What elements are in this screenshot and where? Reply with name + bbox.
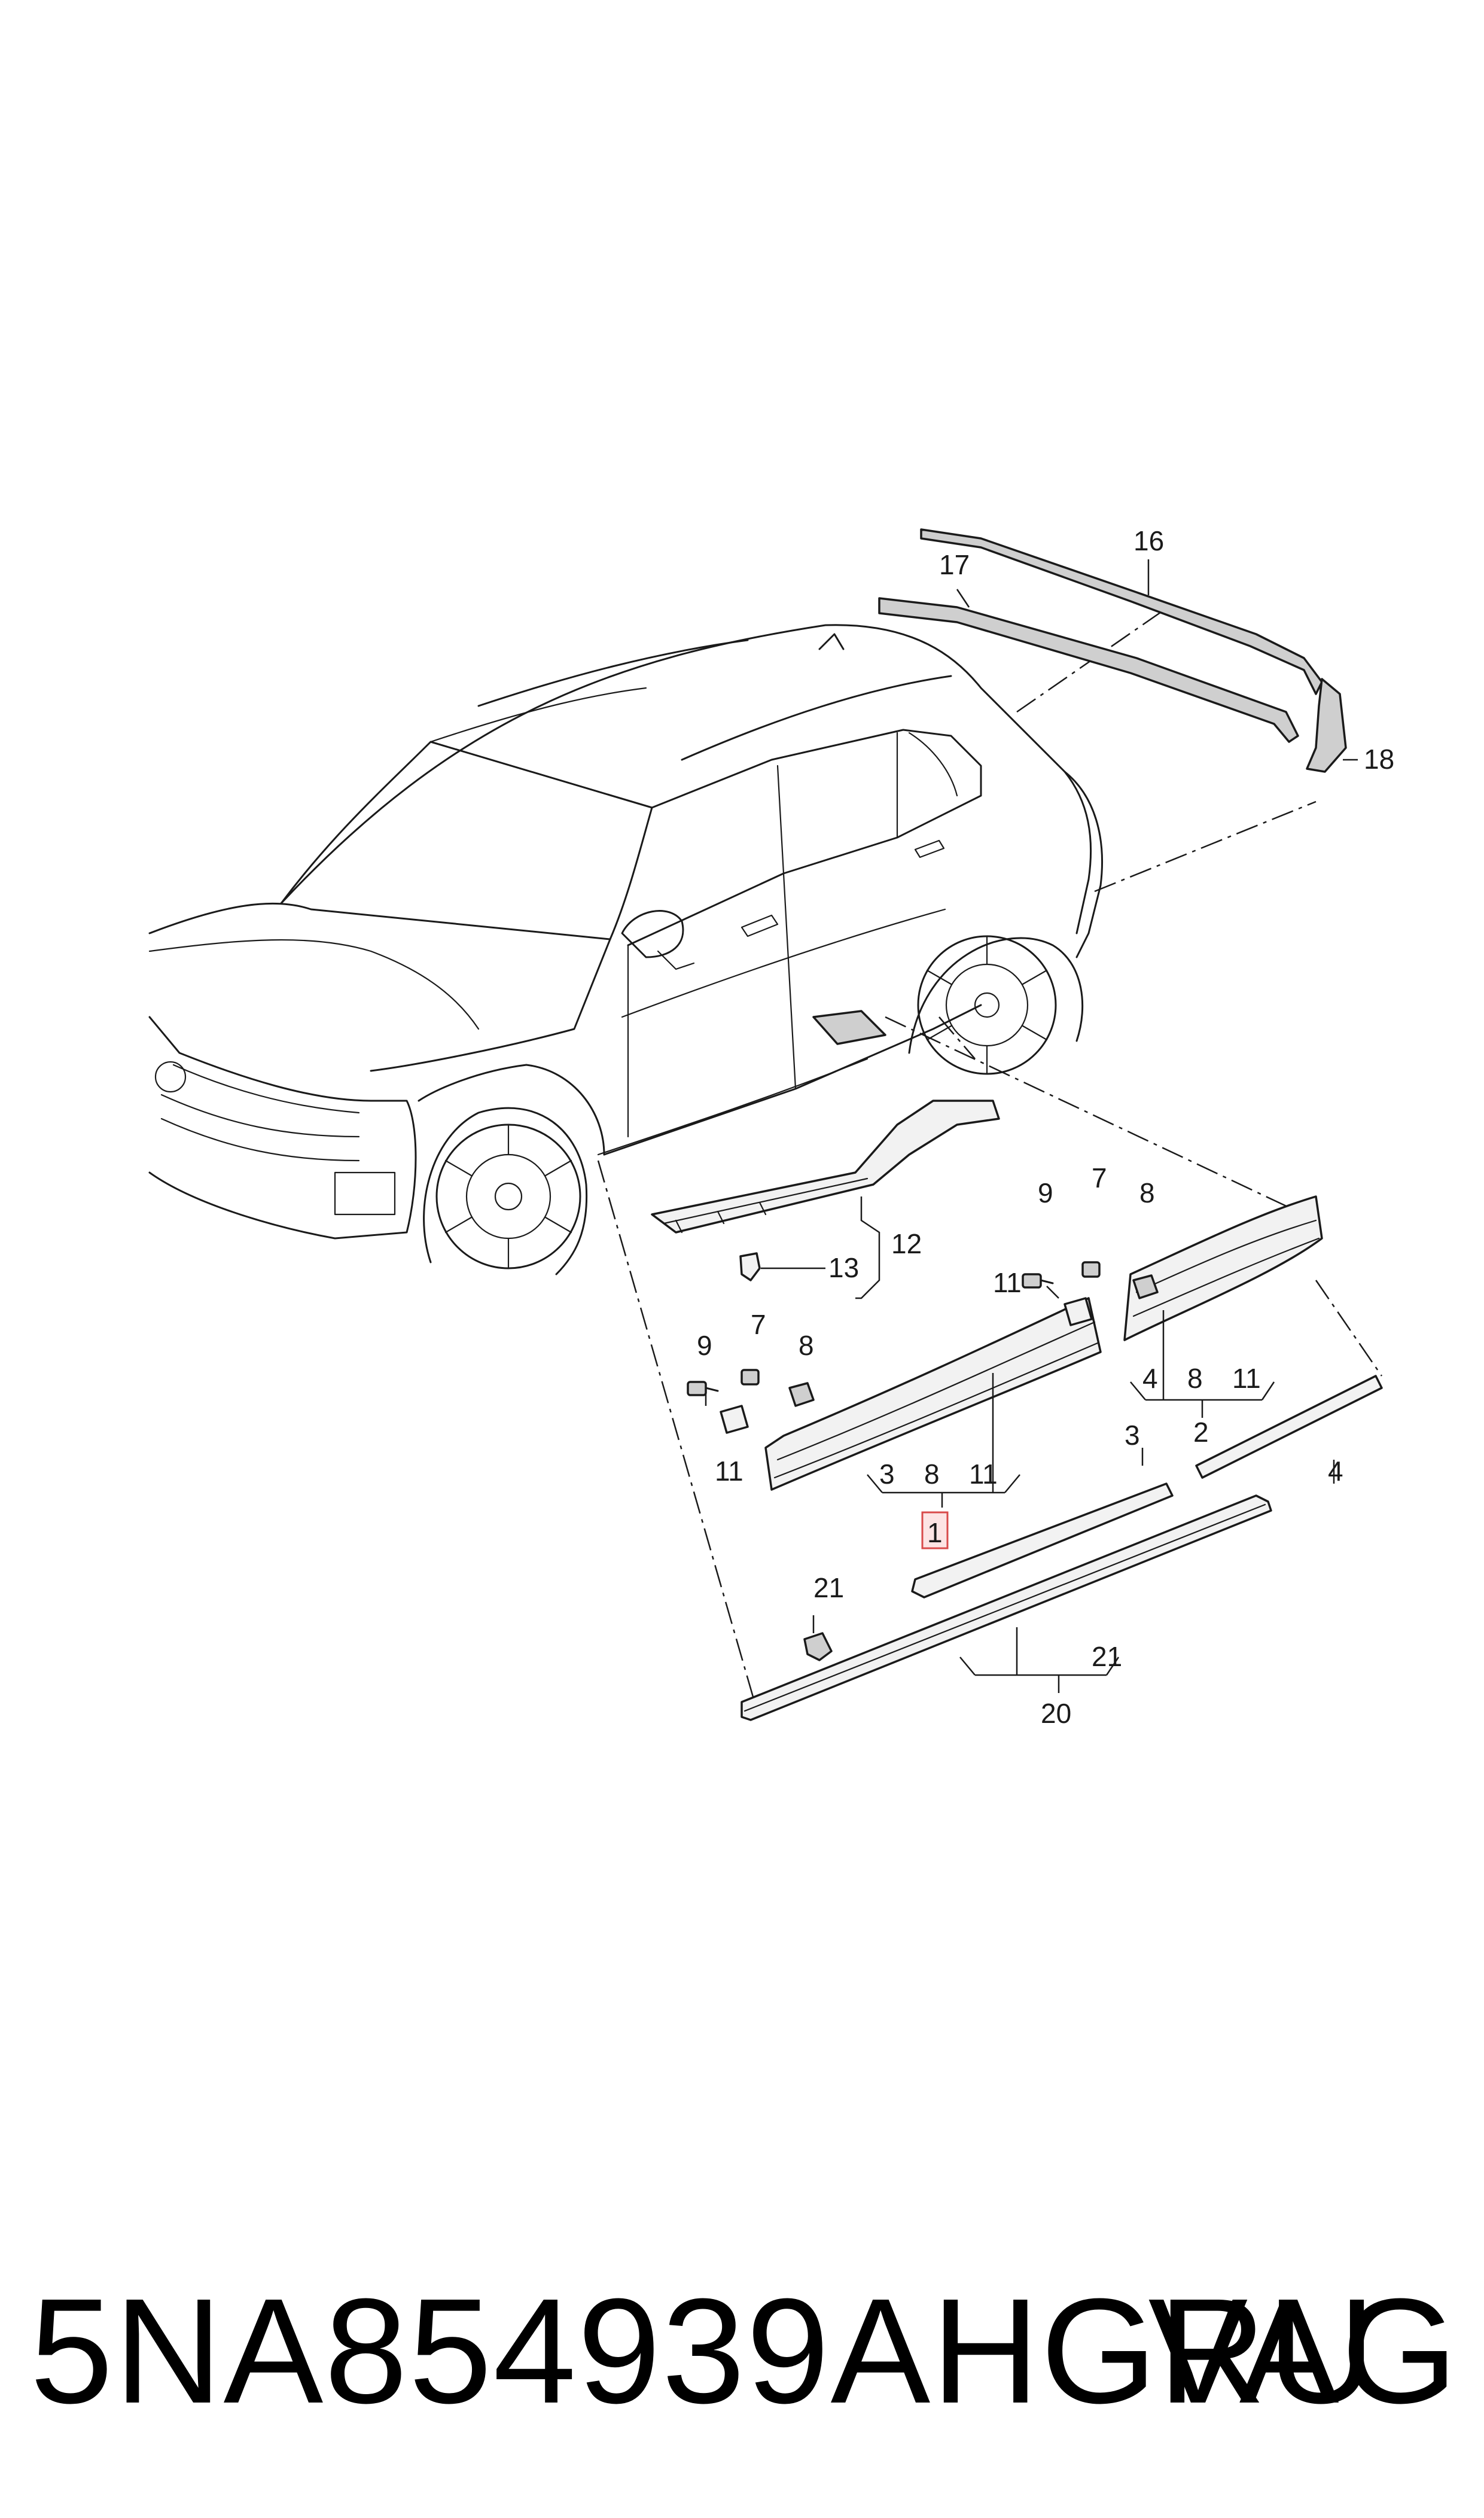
part-3-strip-front — [911, 1482, 1174, 1599]
parts-diagram: 16 17 18 12 13 9 7 8 11 4 8 11 2 9 7 8 1… — [148, 525, 1394, 1729]
callout-11-left: 11 — [715, 1456, 743, 1487]
callout-16: 16 — [1133, 525, 1164, 556]
callout-1: 1 — [927, 1517, 943, 1548]
callout-12: 12 — [891, 1228, 922, 1259]
part-12-sill-panel — [651, 1100, 1000, 1234]
callout-3-group1: 3 — [879, 1459, 895, 1490]
callout-11-group1: 11 — [969, 1459, 998, 1490]
part-number: 5NA854939AHGRU — [30, 2267, 1377, 2434]
fasteners — [687, 1261, 1159, 1661]
callout-8-left: 8 — [799, 1330, 814, 1361]
vehicle-illustration — [148, 624, 1103, 1275]
footer: 5NA854939AHGRU VAG — [0, 2261, 1484, 2441]
callout-17: 17 — [939, 549, 970, 580]
callout-1-highlight — [921, 1511, 949, 1549]
callout-7-right: 7 — [1092, 1162, 1107, 1193]
callout-7-left: 7 — [751, 1309, 766, 1340]
reference-lines — [597, 603, 1383, 1700]
callout-21-clip: 21 — [813, 1572, 844, 1603]
callout-4-group2: 4 — [1142, 1363, 1158, 1394]
callout-13: 13 — [828, 1252, 859, 1283]
callout-9-left: 9 — [697, 1330, 712, 1361]
callout-21-group: 21 — [1092, 1641, 1122, 1672]
callout-3-strip: 3 — [1125, 1420, 1140, 1451]
part-16-strip — [920, 528, 1323, 695]
callout-8-group1: 8 — [924, 1459, 940, 1490]
callout-18: 18 — [1364, 744, 1394, 775]
part-2-rear-door-moulding — [1123, 1195, 1323, 1341]
callout-8-group2: 8 — [1187, 1363, 1203, 1394]
callout-9-right: 9 — [1038, 1177, 1053, 1208]
callout-2: 2 — [1193, 1417, 1209, 1448]
callout-11-group2: 11 — [1232, 1363, 1261, 1394]
part-18-end-cap — [1306, 678, 1347, 773]
part-4-strip-rear — [1195, 1375, 1383, 1479]
part-17-roof-trim — [878, 597, 1299, 743]
callout-4-strip: 4 — [1328, 1456, 1343, 1487]
callout-8-right: 8 — [1139, 1177, 1155, 1208]
leader-lines — [705, 559, 1358, 1693]
callout-labels: 16 17 18 12 13 9 7 8 11 4 8 11 2 9 7 8 1… — [697, 525, 1394, 1729]
callout-20: 20 — [1041, 1698, 1071, 1729]
part-13-clip — [739, 1252, 761, 1281]
brand-label: VAG — [1148, 2267, 1460, 2434]
callout-11-right: 11 — [993, 1267, 1022, 1298]
